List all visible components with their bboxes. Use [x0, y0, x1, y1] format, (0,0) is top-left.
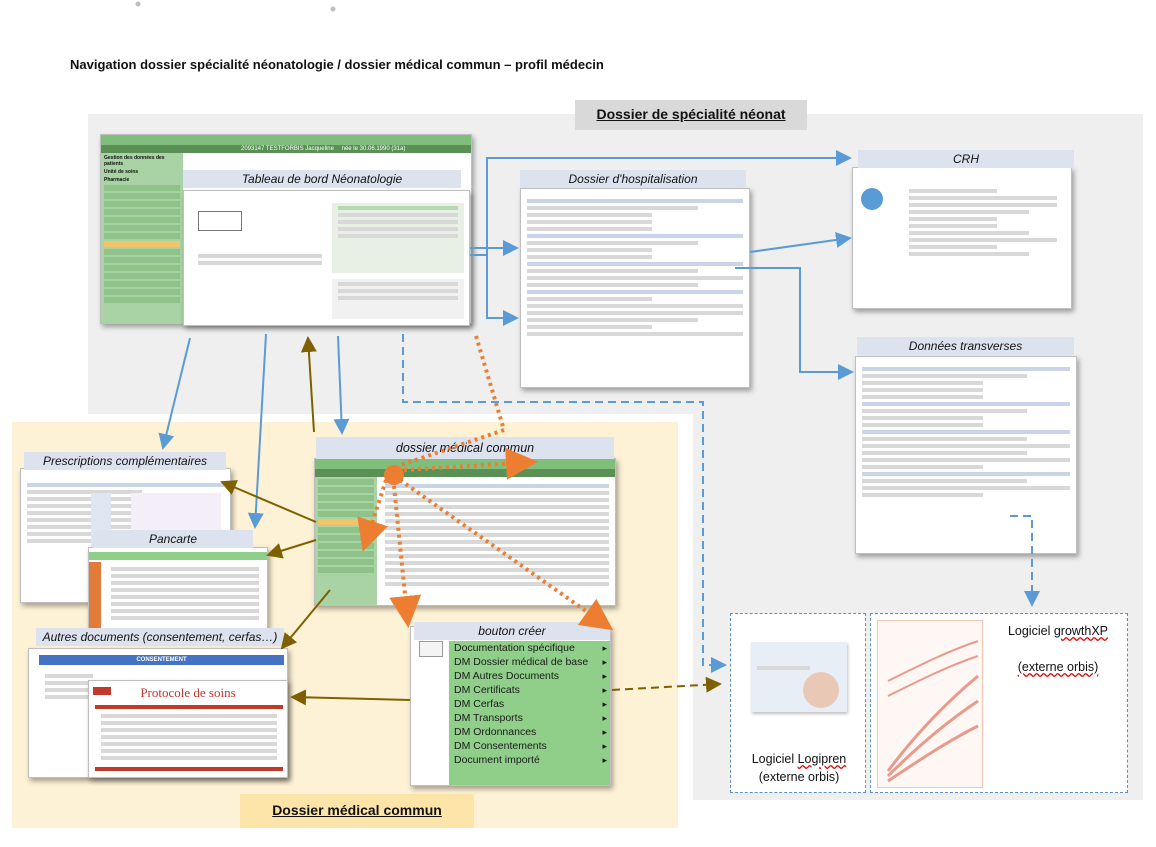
menu-item-dm-autres[interactable]: DM Autres Documents [449, 669, 610, 683]
bouton-title: bouton créer [414, 622, 610, 640]
growth-chart-screenshot [877, 620, 983, 788]
arrow-tableau-pancarte [247, 333, 267, 529]
page-title: Navigation dossier spécialité néonatolog… [70, 57, 604, 72]
arrow-dashed-logipren [402, 334, 727, 673]
menu-item-dm-ordonnances[interactable]: DM Ordonnances [449, 725, 610, 739]
growth-name: growthXP [1053, 624, 1109, 638]
click-marker [384, 465, 404, 485]
pancarte-title: Pancarte [93, 530, 253, 548]
neonat-zone-label: Dossier de spécialité néonat [575, 100, 807, 130]
arrow-orange-6 [474, 335, 506, 431]
tableau-de-bord-screenshot [183, 190, 470, 326]
crh-screenshot [852, 167, 1072, 309]
logipren-screenshot [751, 642, 847, 712]
logipren-suffix: (externe orbis) [758, 770, 840, 784]
menu-item-documentation[interactable]: Documentation spécifique [449, 641, 610, 655]
menu-item-dm-certificats[interactable]: DM Certificats [449, 683, 610, 697]
menu-item-dm-transports[interactable]: DM Transports [449, 711, 610, 725]
protocole-screenshot: Protocole de soins [88, 680, 288, 778]
donnees-title: Données transverses [857, 337, 1074, 355]
prescriptions-title: Prescriptions complémentaires [24, 452, 226, 470]
arrow-tableau-hosp2 [486, 255, 519, 326]
arrow-dashed-growth [1010, 515, 1040, 607]
hospitalisation-screenshot [520, 188, 750, 388]
menu-item-dm-consentements[interactable]: DM Consentements [449, 739, 610, 753]
arrow-orange-2 [398, 478, 614, 631]
sidebar-item-3[interactable]: Pharmacie [104, 177, 130, 183]
menu-item-dm-base[interactable]: DM Dossier médical de base [449, 655, 610, 669]
autres-title: Autres documents (consentement, cerfas…) [36, 628, 284, 646]
arrow-bouton-autres [290, 689, 411, 706]
patient-bar: 2093147 TESTFORBIS Jacqueline née le 30.… [101, 145, 471, 153]
protocole-title: Protocole de soins [140, 685, 236, 700]
app-sidebar: Gestion des données des patients Unité d… [101, 153, 183, 323]
growth-curves [886, 640, 979, 783]
menu-item-dm-cerfas[interactable]: DM Cerfas [449, 697, 610, 711]
create-menu: Documentation spécifique DM Dossier médi… [449, 641, 610, 785]
arrow-orange-3 [403, 447, 538, 480]
menu-item-document-importe[interactable]: Document importé [449, 753, 610, 767]
arrow-orange-1 [389, 485, 422, 628]
hospital-logo-icon [861, 188, 883, 210]
dmc-zone-label: Dossier médical commun [240, 794, 474, 828]
arrow-dmc-autres [280, 589, 331, 650]
arrow-tableau-crh [470, 150, 852, 256]
arrow-tableau-dmc [333, 335, 350, 435]
patient-birth: née le 30.06.1990 (31a) [341, 146, 406, 152]
arrow-dmc-pancarte [266, 539, 317, 559]
menu-bar [101, 135, 471, 145]
icon-grid [198, 211, 242, 231]
hospitalisation-title: Dossier d'hospitalisation [520, 170, 746, 188]
arrow-hosp-donnees [735, 267, 854, 380]
new-document-icon[interactable] [419, 641, 443, 657]
sidebar-item-1[interactable]: Gestion des données des patients [104, 155, 165, 167]
growthxp-box: Logiciel growthXP (externe orbis) [870, 613, 1128, 793]
arrow-orange-4 [357, 479, 388, 552]
arrow-orange-5 [397, 428, 505, 468]
consentement-banner: CONSENTEMENT [39, 655, 284, 665]
dmc-screenshot [314, 458, 616, 606]
crh-title: CRH [858, 150, 1074, 168]
logipren-name: Logipren [797, 752, 847, 766]
arrow-dmc-prescriptions [220, 480, 317, 523]
logipren-prefix: Logiciel [751, 752, 798, 766]
growth-prefix: Logiciel [1007, 624, 1054, 638]
patient-name: 2093147 TESTFORBIS Jacqueline [241, 146, 334, 152]
arrow-hosp-crh [749, 232, 852, 253]
donnees-screenshot [855, 356, 1077, 554]
arrow-tableau-prescriptions [158, 337, 191, 450]
logipren-box: Logiciel Logipren (externe orbis) [730, 613, 866, 793]
arrow-dmc-tableau [300, 336, 317, 433]
growth-suffix: (externe orbis) [1017, 660, 1099, 674]
arrow-bouton-logipren [611, 676, 722, 693]
sidebar-item-2[interactable]: Unité de soins [104, 169, 139, 175]
tableau-title: Tableau de bord Néonatologie [183, 170, 461, 188]
bouton-creer-screenshot: Documentation spécifique DM Dossier médi… [410, 626, 611, 786]
dmc-title: dossier médical commun [316, 437, 614, 459]
